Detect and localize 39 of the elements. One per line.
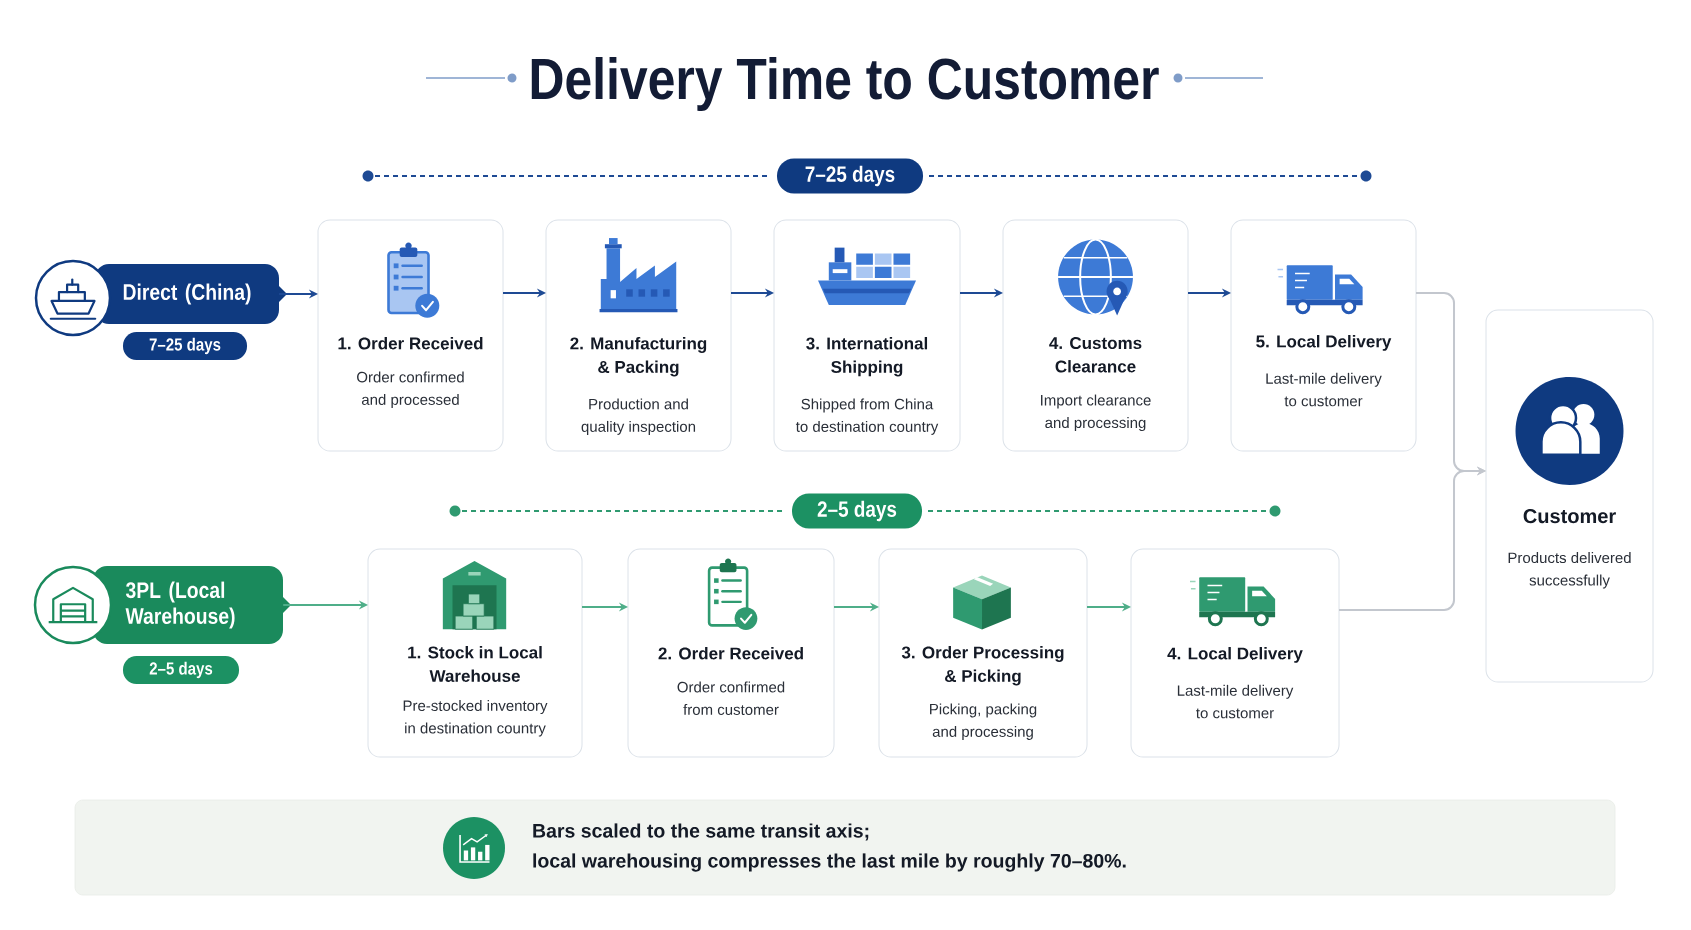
step-title: 2. Order Received <box>658 647 803 660</box>
title: Delivery Time to Customer <box>531 56 1159 112</box>
note-text: local warehousing compresses the last mile by roughly 70–80%. <box>533 853 1126 872</box>
duration-badge: 7–25 days <box>777 158 923 194</box>
step-card <box>627 548 835 758</box>
step-title: 4. Customs Clearance <box>1049 337 1142 373</box>
step-description: Last-mile delivery to customer <box>1177 684 1294 719</box>
step-title: 1. Order Received <box>338 337 483 350</box>
step-description: Last-mile delivery to customer <box>1266 372 1382 407</box>
note-panel <box>74 799 1616 896</box>
step-title: 2. Manufacturing & Packing <box>570 337 707 377</box>
customer-title: Customer <box>1523 509 1616 524</box>
duration-badge: 2–5 days <box>123 656 239 684</box>
route-tag: 3PL (Local Warehouse) <box>93 566 291 644</box>
step-title: 4. Local Delivery <box>1167 647 1303 663</box>
step-card <box>545 219 732 452</box>
step-title: 3. Order Processing & Picking <box>901 646 1064 686</box>
step-card <box>878 548 1088 758</box>
step-description: Import clearance and processing <box>1041 394 1151 431</box>
duration-badge: 7–25 days <box>123 332 247 360</box>
step-card <box>367 548 583 758</box>
step-description: Order confirmed and processed <box>357 371 464 408</box>
step-card <box>1002 219 1189 452</box>
step-card <box>773 219 961 452</box>
step-title: 3. International Shipping <box>806 337 928 377</box>
step-description: Picking, packing and processing <box>930 703 1037 740</box>
step-card <box>317 219 504 452</box>
route-tag: Direct (China) <box>95 264 287 324</box>
step-description: Pre-stocked inventory in destination country <box>403 700 548 737</box>
step-description: Shipped from China to destination country <box>795 398 939 435</box>
step-card <box>1130 548 1340 758</box>
customer-description: Products delivered successfully <box>1508 552 1631 589</box>
step-title: 1. Stock in Local Warehouse <box>408 646 542 682</box>
step-card <box>1230 219 1417 452</box>
step-description: Order confirmed from customer <box>677 681 785 715</box>
duration-badge: 2–5 days <box>792 493 922 529</box>
step-title: 5. Local Delivery <box>1256 335 1392 351</box>
note-text: Bars scaled to the same transit axis; <box>533 823 869 841</box>
step-description: Production and quality inspection <box>581 398 696 435</box>
